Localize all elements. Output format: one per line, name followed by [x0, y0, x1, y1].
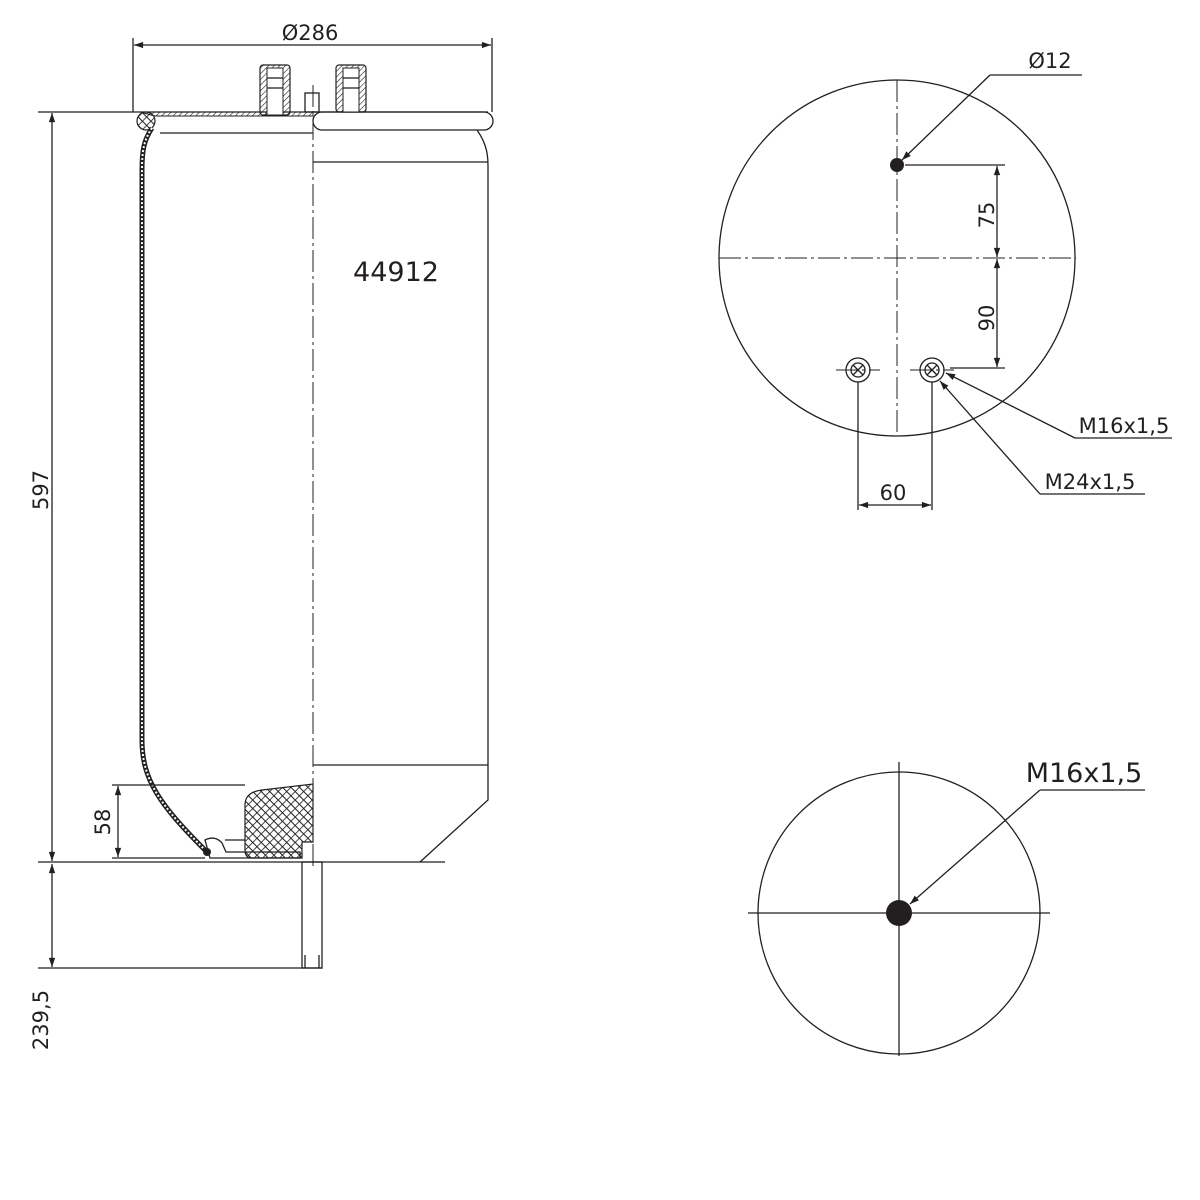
pin-hole: [890, 158, 904, 172]
upper-offset-label: 75: [975, 202, 999, 229]
thread-large-label: M24x1,5: [1045, 470, 1136, 494]
top-view: Ø12 75 90 60 M16x1,5 M24x1,5: [718, 49, 1172, 510]
top-plate: [312, 111, 494, 131]
bellows-wall: [139, 126, 207, 852]
side-view: Ø286: [29, 21, 494, 1050]
air-fitting: [259, 64, 291, 116]
part-number: 44912: [353, 257, 439, 288]
air-fitting: [335, 64, 367, 113]
thread-small-label: M16x1,5: [1079, 414, 1170, 438]
rubber-bumper: [244, 783, 314, 859]
stud-length-label: 239,5: [29, 990, 53, 1050]
outer-profile: [419, 129, 489, 863]
port-m24: [910, 357, 954, 383]
stud-hole: [886, 900, 912, 926]
top-diameter-label: Ø286: [282, 21, 339, 45]
bottom-view: M16x1,5: [748, 758, 1145, 1056]
lower-offset-label: 90: [975, 305, 999, 332]
port-m16: [836, 357, 880, 383]
hole-spacing-label: 60: [880, 481, 907, 505]
mounting-stud: [301, 861, 323, 969]
bottom-thread-label: M16x1,5: [1026, 758, 1143, 789]
locating-pin: [304, 92, 320, 113]
bead-ring: [136, 111, 156, 131]
height-label: 597: [29, 470, 53, 510]
hole-diameter-label: Ø12: [1028, 49, 1071, 73]
bumper-height-label: 58: [91, 809, 115, 836]
